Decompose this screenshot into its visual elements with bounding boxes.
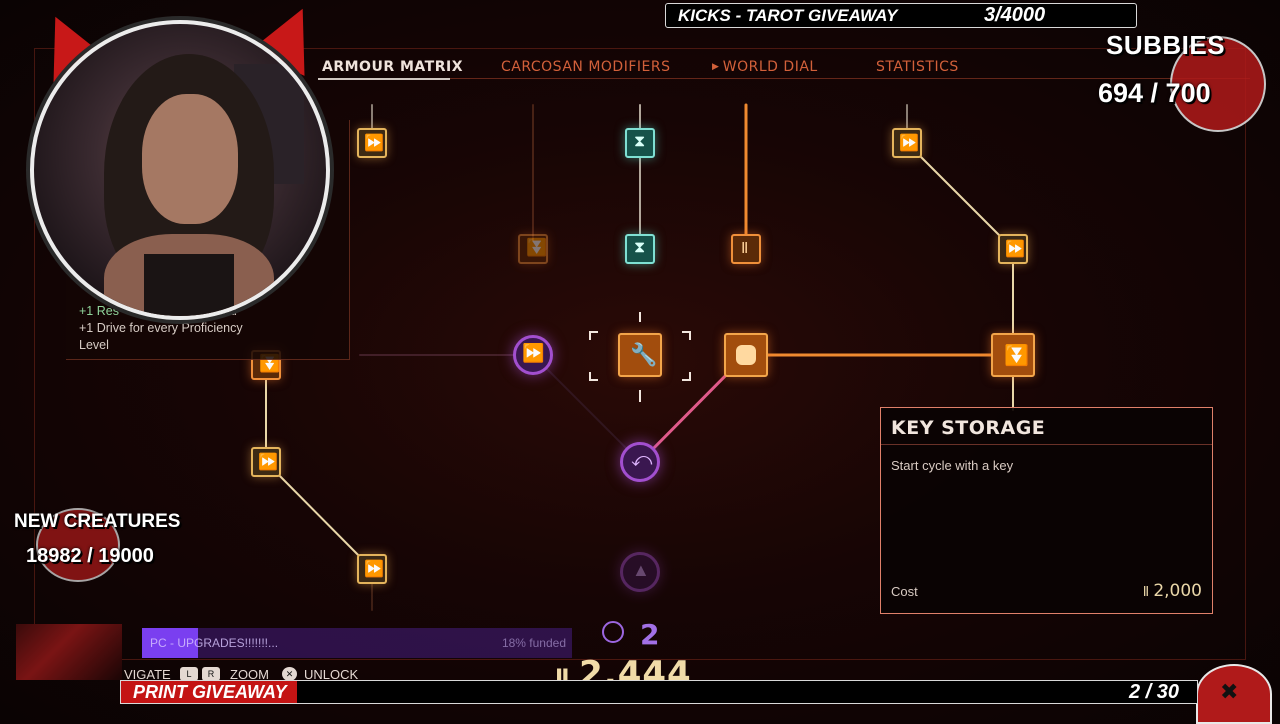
chevron-right-icon: ▶	[712, 62, 723, 72]
tooltip-cost-label: Cost	[891, 584, 918, 599]
chevron-down-icon: ⏬	[526, 238, 548, 257]
currency-icon: Ⅱ	[1142, 585, 1154, 600]
info-line2: +1 Drive for every Proficiency	[79, 321, 243, 335]
fast-forward-icon: ⏩	[1005, 241, 1025, 258]
tab-armour-matrix[interactable]: ARMOUR MATRIX	[322, 59, 463, 75]
control-hint-unlock: UNLOCK	[304, 667, 359, 682]
print-goal-count: 2 / 30	[1128, 681, 1179, 703]
fast-forward-icon: ⏩	[258, 454, 278, 471]
kicks-goal-count: 3/4000	[984, 4, 1046, 26]
hourglass-icon: ⧗	[634, 239, 646, 256]
tooltip-cost-value: Ⅱ 2,000	[1143, 581, 1202, 601]
currency-icon: Ⅱ	[741, 240, 749, 257]
fast-forward-icon: ⏩	[364, 135, 384, 152]
capsule-icon	[736, 345, 756, 365]
matrix-node-fast-forward[interactable]: ⏩	[251, 447, 281, 477]
funding-goal-bar: PC - UPGRADES!!!!!!!... 18% funded	[142, 628, 572, 658]
matrix-node-fast-forward[interactable]: ⏩	[998, 234, 1028, 264]
subs-goal-count: 694 / 700	[1098, 78, 1211, 108]
close-icon: ✖	[1220, 680, 1239, 705]
tooltip-title: KEY STORAGE	[891, 417, 1046, 439]
mascot-icon: ✖	[1196, 664, 1272, 724]
matrix-frame	[34, 48, 1246, 660]
matrix-node-key-storage[interactable]: 🔧	[618, 333, 662, 377]
tab-world-dial-label: WORLD DIAL	[722, 59, 818, 75]
matrix-node-chevron[interactable]: ⏬	[991, 333, 1035, 377]
matrix-node-fast-forward[interactable]: ⏩	[357, 128, 387, 158]
matrix-node-purple-return[interactable]: ⤺	[620, 442, 660, 482]
tooltip-description: Start cycle with a key	[891, 458, 1014, 473]
kicks-goal-bar: KICKS - TAROT GIVEAWAY 3/4000	[665, 3, 1137, 28]
funding-progress-fill	[142, 628, 198, 658]
flame-icon: ▲	[632, 560, 650, 580]
streamer-face	[142, 94, 238, 224]
streamer-top	[144, 254, 234, 316]
r-stick-icon: R	[202, 667, 220, 681]
mascot-icon	[1170, 36, 1266, 132]
cross-button-icon: ✕	[282, 667, 297, 681]
subs-goal-label: SUBBIES	[1106, 30, 1226, 60]
fast-forward-icon: ⏩	[364, 561, 384, 578]
l-stick-icon: L	[180, 667, 198, 681]
matrix-node-chevron[interactable]: ⏬	[518, 234, 548, 264]
print-goal-label-bg	[121, 681, 297, 703]
active-tab-indicator	[318, 78, 450, 80]
matrix-node-capsule[interactable]	[724, 333, 768, 377]
print-goal-bar: PRINT GIVEAWAY 2 / 30	[120, 680, 1198, 704]
fast-forward-icon: ⏩	[899, 135, 919, 152]
print-goal-label: PRINT GIVEAWAY	[133, 682, 287, 702]
funding-goal-label: PC - UPGRADES!!!!!!!...	[150, 636, 279, 650]
wrench-icon: 🔧	[630, 342, 658, 367]
control-hint-navigate: VIGATE	[124, 667, 171, 682]
mascot-icon	[36, 508, 120, 582]
chevron-down-icon: ⏬	[1004, 345, 1029, 367]
tab-world-dial[interactable]: ▶ WORLD DIAL	[712, 59, 818, 75]
matrix-node-hourglass[interactable]: ⧗	[625, 234, 655, 264]
tooltip-divider	[881, 444, 1212, 445]
keys-count: 2	[640, 618, 660, 651]
return-arrow-icon: ⤺	[631, 449, 653, 471]
tab-carcosan-modifiers[interactable]: CARCOSAN MODIFIERS	[501, 59, 671, 75]
fast-forward-icon: ⏩	[522, 343, 545, 363]
matrix-node-currency[interactable]: Ⅱ	[731, 234, 761, 264]
matrix-node-hourglass[interactable]: ⧗	[625, 128, 655, 158]
funding-goal-percent: 18% funded	[501, 636, 566, 650]
matrix-node-purple-flame[interactable]: ▲	[620, 552, 660, 592]
tab-statistics[interactable]: STATISTICS	[876, 59, 959, 75]
matrix-node-fast-forward[interactable]: ⏩	[892, 128, 922, 158]
pc-thumbnail	[16, 624, 122, 680]
info-line3: Level	[79, 338, 109, 352]
key-storage-tooltip: KEY STORAGE Start cycle with a key Cost …	[880, 407, 1213, 614]
control-hint-zoom: ZOOM	[230, 667, 269, 682]
kicks-goal-label: KICKS - TAROT GIVEAWAY	[678, 6, 898, 25]
matrix-node-purple-forward[interactable]: ⏩	[513, 335, 553, 375]
creatures-goal-label: NEW CREATURES	[14, 511, 181, 532]
creatures-goal-count: 18982 / 19000	[26, 545, 154, 567]
key-icon	[602, 621, 624, 643]
matrix-node-fast-forward[interactable]: ⏩	[357, 554, 387, 584]
hourglass-icon: ⧗	[634, 133, 646, 150]
tab-rule	[450, 78, 1250, 79]
webcam-feed	[30, 20, 330, 320]
tooltip-cost-amount: 2,000	[1153, 581, 1202, 601]
